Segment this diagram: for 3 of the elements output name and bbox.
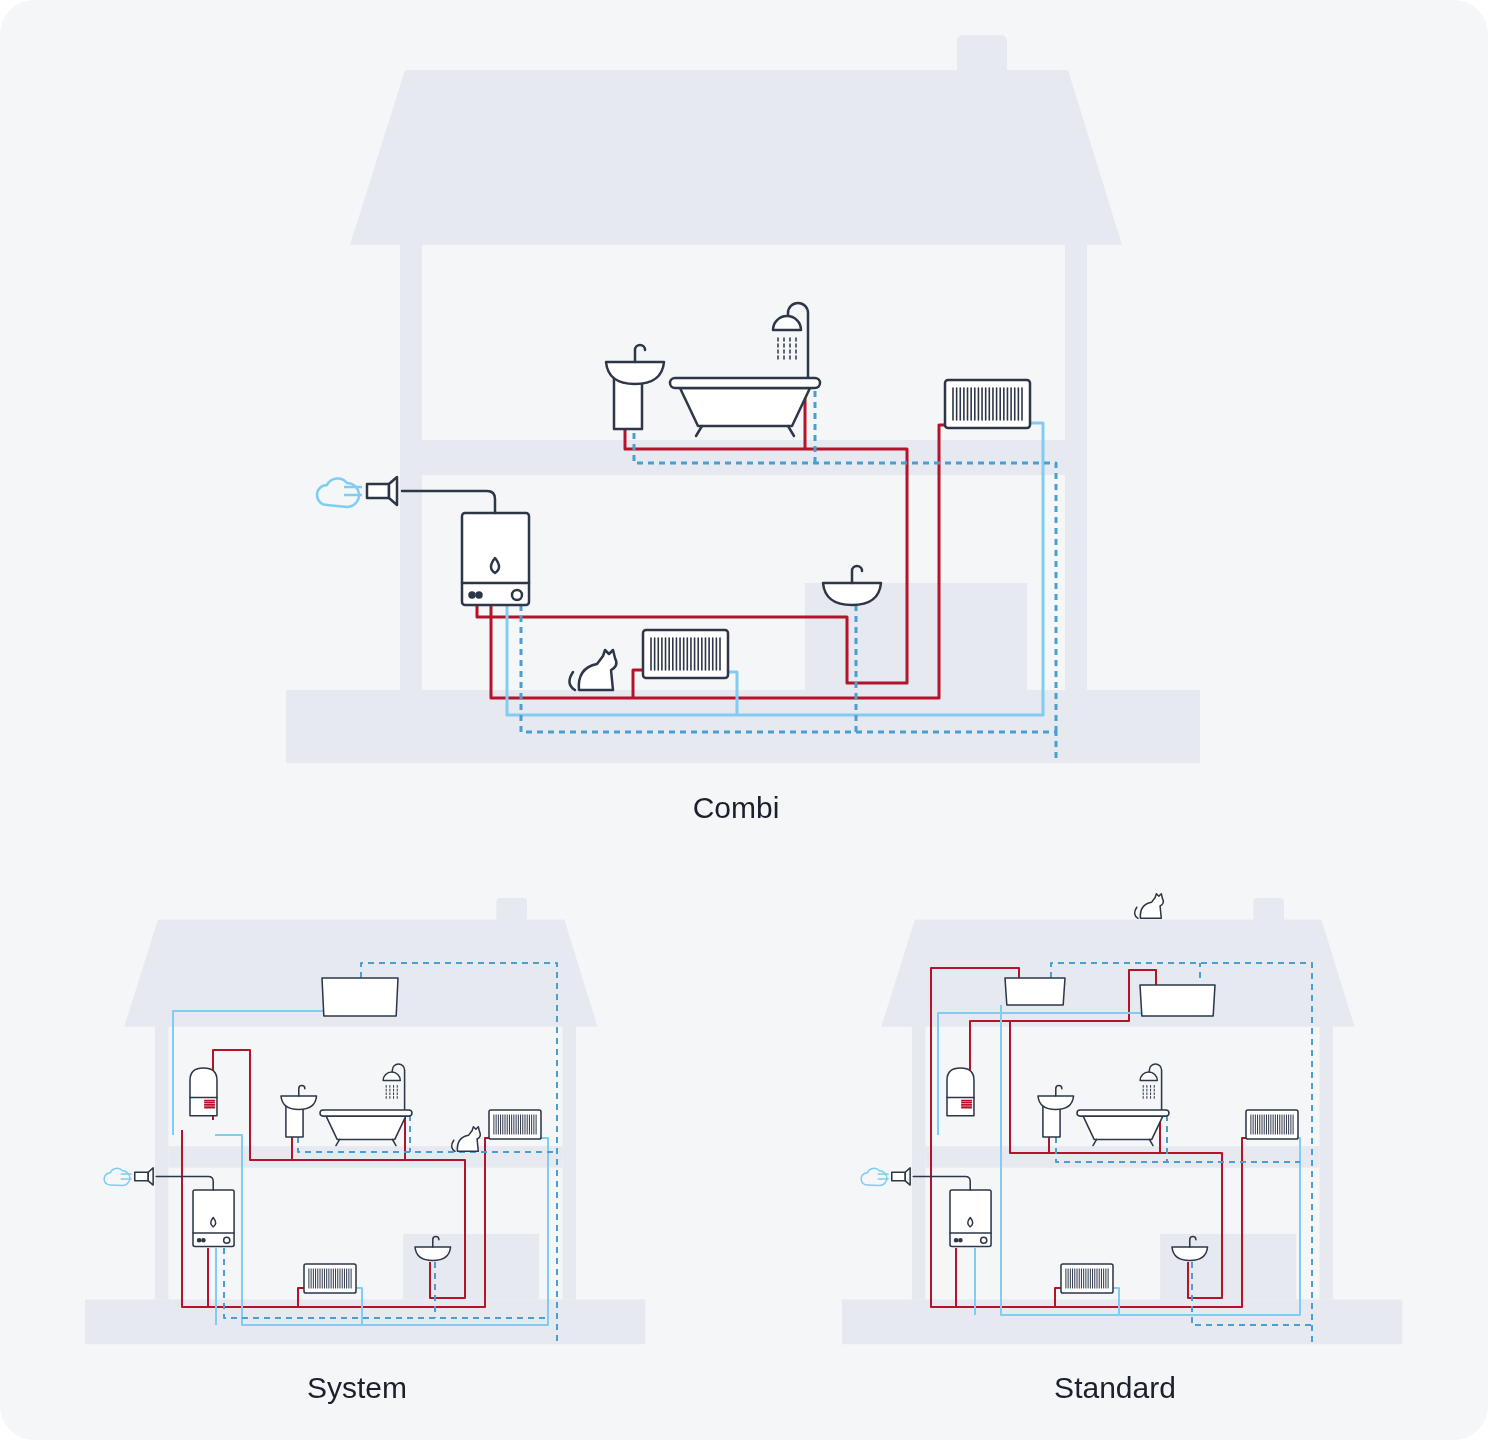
caption: Standard xyxy=(1054,1370,1176,1406)
caption: System xyxy=(307,1370,407,1406)
caption: Combi xyxy=(692,790,780,826)
